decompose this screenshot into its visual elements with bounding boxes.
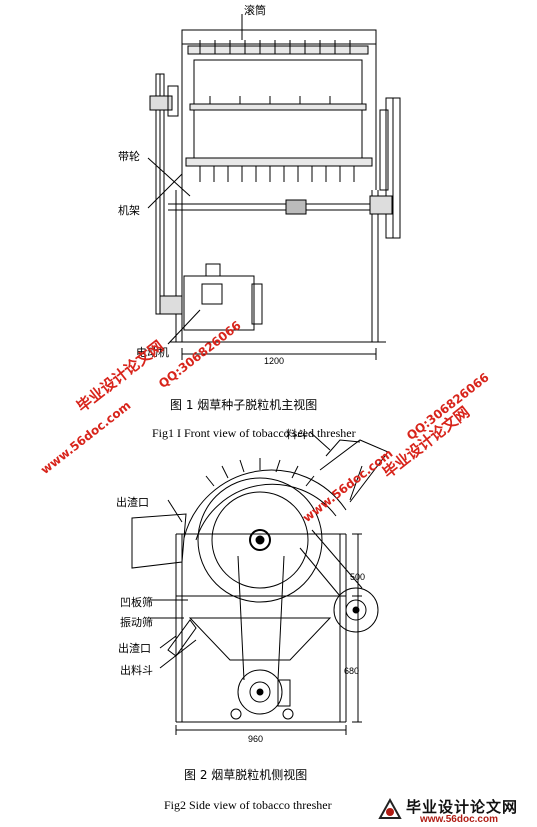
label-discharge-hopper: 出料斗 <box>120 664 153 677</box>
dimension-width-fig2: 960 <box>248 734 264 744</box>
label-frame: 机架 <box>118 204 140 217</box>
figure2-caption-en: Fig2 Side view of tobacco thresher <box>164 798 332 812</box>
figure2-caption-cn: 图 2 烟草脱粒机侧视图 <box>184 768 308 782</box>
label-motor: 电动机 <box>136 346 169 359</box>
label-concave-screen: 凹板筛 <box>120 596 153 609</box>
logo-url: www.56doc.com <box>420 814 498 825</box>
label-vibrating-screen: 振动筛 <box>120 616 153 629</box>
logo-emblem-icon <box>378 797 402 819</box>
figure1-caption-cn: 图 1 烟草种子脱粒机主视图 <box>170 398 318 412</box>
figure1-caption-en: Fig1 I Front view of tobacco seed thresh… <box>152 426 356 440</box>
label-residue-outlet-bottom: 出渣口 <box>118 642 151 655</box>
dimension-height-bottom: 680 <box>344 666 360 676</box>
dimension-width-fig1: 1200 <box>264 356 285 366</box>
label-pulley: 带轮 <box>118 150 140 163</box>
label-residue-outlet-top: 出渣口 <box>116 496 149 509</box>
dimension-height-top: 500 <box>350 572 366 582</box>
label-feed-hopper: 料斗 <box>286 428 308 441</box>
logo-name: 毕业设计论文网 <box>406 798 519 816</box>
label-drum: 滚筒 <box>244 4 266 17</box>
site-logo: 毕业设计论文网 www.56doc.com <box>376 796 536 826</box>
